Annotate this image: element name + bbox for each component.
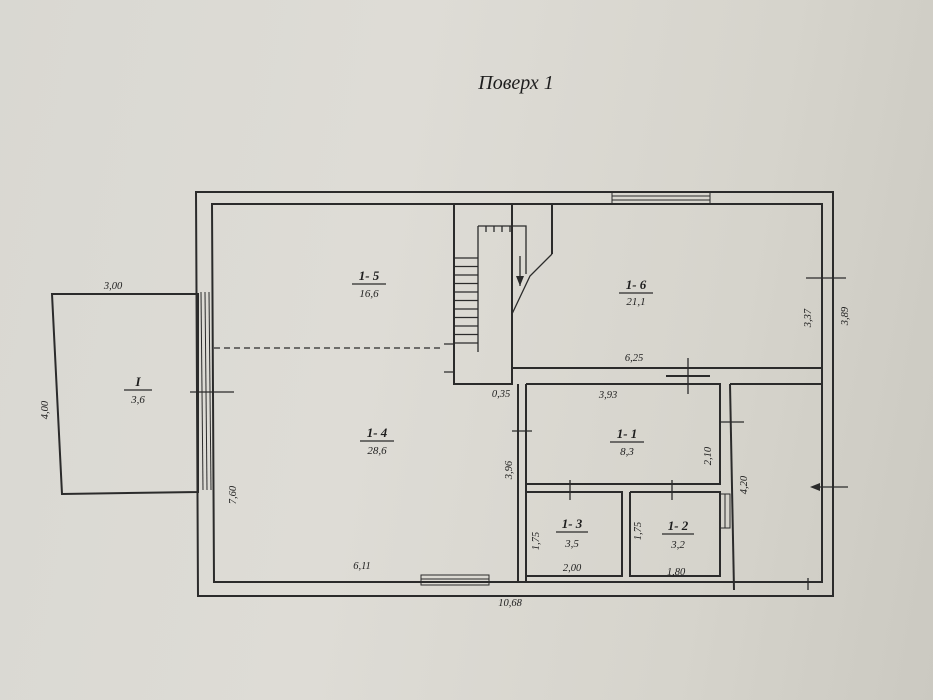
room-1-3-id: 1- 3 <box>562 516 583 531</box>
room-1-4-area: 28,6 <box>367 445 387 457</box>
room-1-2-area: 3,2 <box>670 539 685 551</box>
dim-left-height: 7,60 <box>228 485 239 504</box>
room-1-1: 1- 1 8,3 <box>610 426 644 458</box>
dim-stair-gap: 0,35 <box>492 389 510 400</box>
window-bottom <box>420 574 490 586</box>
room-terrace-area: 3,6 <box>130 394 145 406</box>
dim-1-6-width: 6,25 <box>625 353 643 364</box>
terrace-outline <box>50 293 199 496</box>
plan-title: Поверх 1 <box>477 72 553 94</box>
dim-1-4-width: 6,11 <box>353 561 371 572</box>
door-1-1 <box>666 358 744 423</box>
dim-terrace-depth: 4,00 <box>40 400 51 419</box>
window-top <box>611 191 711 205</box>
window-left <box>190 291 234 491</box>
room-1-4-id: 1- 4 <box>367 425 388 440</box>
dim-1-2-height: 1,75 <box>633 522 644 540</box>
room-1-5-id: 1- 5 <box>359 268 380 283</box>
dim-hall-height: 4,20 <box>739 475 750 494</box>
dim-1-3-width: 2,00 <box>563 563 582 574</box>
room-1-2-id: 1- 2 <box>668 518 689 533</box>
dim-1-2-width: 1,80 <box>667 567 686 578</box>
room-terrace: I 3,6 <box>124 374 152 406</box>
room-1-2: 1- 2 3,2 <box>662 518 694 551</box>
dim-1-1-height: 2,10 <box>703 446 714 465</box>
dim-terrace-width: 3,00 <box>103 281 123 292</box>
dim-right-height: 3,89 <box>840 306 851 326</box>
window-1-2 <box>719 493 731 529</box>
stair-post <box>444 343 455 373</box>
room-1-6: 1- 6 21,1 <box>619 277 653 308</box>
dim-corridor-height: 3,96 <box>504 460 515 480</box>
dim-1-3-height: 1,75 <box>531 532 542 550</box>
wall-1-1 <box>526 383 721 485</box>
room-1-6-area: 21,1 <box>626 296 645 308</box>
room-1-6-id: 1- 6 <box>626 277 647 292</box>
dim-1-6-height: 3,37 <box>803 308 814 328</box>
room-1-1-id: 1- 1 <box>617 426 638 441</box>
entry-arrow <box>810 483 848 491</box>
room-1-3: 1- 3 3,5 <box>556 516 588 550</box>
wall-1-2 <box>629 491 721 577</box>
staircase <box>453 203 553 385</box>
room-1-1-area: 8,3 <box>620 446 634 458</box>
dim-overall-width: 10,68 <box>498 598 522 609</box>
room-1-3-area: 3,5 <box>564 538 579 550</box>
wall-1-3 <box>526 491 623 577</box>
room-1-4: 1- 4 28,6 <box>360 425 394 457</box>
outer-wall <box>194 191 834 597</box>
dim-1-1-width: 3,93 <box>598 390 617 401</box>
room-1-5-area: 16,6 <box>359 288 379 300</box>
room-1-5: 1- 5 16,6 <box>352 268 386 300</box>
room-terrace-id: I <box>134 374 141 389</box>
